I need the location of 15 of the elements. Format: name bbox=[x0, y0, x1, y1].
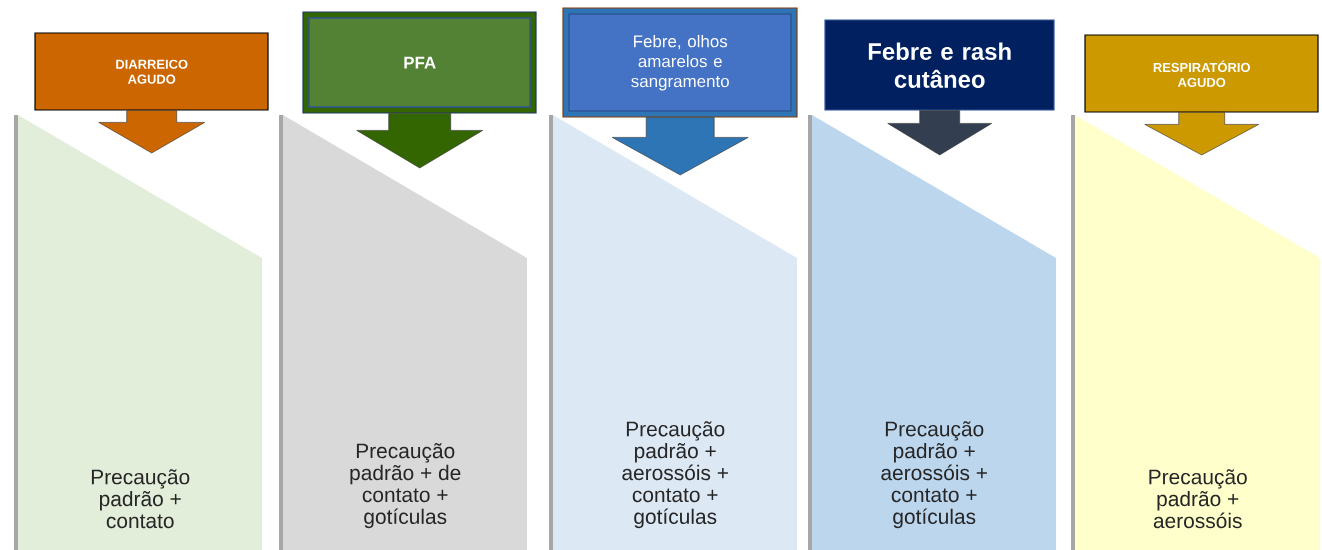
block-arrow bbox=[1144, 112, 1259, 156]
header-box: RESPIRATÓRIO AGUDO bbox=[1084, 34, 1319, 113]
column-panel: Precaução padrão + aerossóis + contato + gotículas bbox=[549, 115, 797, 550]
block-arrow bbox=[98, 110, 205, 154]
block-arrow bbox=[356, 113, 483, 169]
header-box: Febre e rash cutâneo bbox=[824, 19, 1055, 111]
header-box: DIARREICO AGUDO bbox=[34, 32, 269, 111]
header-box: Febre, olhos amarelos e sangramento bbox=[562, 7, 798, 118]
block-arrow bbox=[887, 110, 992, 156]
column-panel: Precaução padrão + contato bbox=[14, 115, 262, 550]
column-panel: Precaução padrão + aerossóis bbox=[1071, 115, 1320, 550]
header-box: PFA bbox=[302, 11, 537, 114]
column-panel: Precaução padrão + aerossóis + contato + gotículas bbox=[808, 115, 1056, 550]
column-panel: Precaução padrão + de contato + gotículas bbox=[279, 115, 527, 550]
block-arrow bbox=[611, 117, 749, 176]
